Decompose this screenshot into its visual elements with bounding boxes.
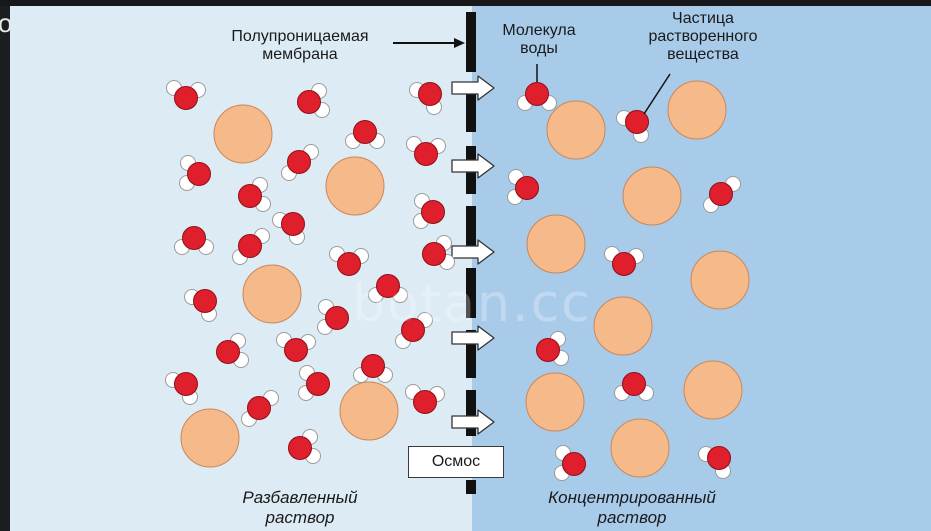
water-molecule-label: Молекула воды — [484, 22, 594, 58]
water-molecule — [175, 227, 214, 255]
membrane-segment — [466, 12, 476, 72]
solute-label-leader — [644, 74, 670, 114]
solute-particle — [181, 409, 239, 467]
solute-particle — [623, 167, 681, 225]
osmosis-label-box: Осмос — [408, 446, 504, 478]
water-molecule — [423, 236, 455, 270]
oxygen-atom — [613, 253, 636, 276]
oxygen-atom — [362, 355, 385, 378]
oxygen-atom — [288, 151, 311, 174]
concentrated-solution-label: Концентрированный раствор — [522, 488, 742, 528]
oxygen-atom — [708, 447, 731, 470]
water-molecule — [537, 332, 569, 366]
solute-particle — [547, 101, 605, 159]
water-molecule — [605, 247, 644, 276]
oxygen-atom — [188, 163, 211, 186]
oxygen-atom — [217, 341, 240, 364]
water-molecule — [166, 373, 198, 405]
osmosis-diagram: botan.cc Полупроницаемая мембрана Молеку… — [10, 6, 931, 531]
oxygen-atom — [414, 391, 437, 414]
water-molecule — [277, 333, 316, 362]
oxygen-atom — [239, 185, 262, 208]
oxygen-atom — [183, 227, 206, 250]
water-molecule — [242, 391, 279, 427]
oxygen-atom — [423, 243, 446, 266]
water-molecule — [282, 145, 319, 181]
water-molecule — [508, 170, 539, 205]
dilute-solution-label: Разбавленный раствор — [210, 488, 390, 528]
water-molecule — [180, 156, 211, 191]
water-molecule — [167, 81, 206, 110]
water-molecule — [699, 447, 731, 479]
solute-particle — [243, 265, 301, 323]
osmosis-label: Осмос — [432, 453, 480, 471]
solute-particle — [684, 361, 742, 419]
oxygen-atom — [307, 373, 330, 396]
solute-particle — [691, 251, 749, 309]
water-molecule — [617, 111, 649, 143]
oxygen-atom — [626, 111, 649, 134]
water-molecule — [406, 385, 445, 414]
solute-particle-label: Частица растворенного вещества — [638, 10, 768, 64]
water-molecule — [410, 83, 442, 115]
solute-particle — [527, 215, 585, 273]
water-molecule — [299, 366, 330, 401]
watermark: botan.cc — [352, 274, 592, 334]
oxygen-atom — [526, 83, 549, 106]
water-molecule — [298, 84, 330, 118]
oxygen-atom — [285, 339, 308, 362]
water-molecule — [185, 290, 217, 322]
oxygen-atom — [175, 87, 198, 110]
water-molecule — [615, 373, 654, 401]
oxygen-atom — [563, 453, 586, 476]
oxygen-atom — [537, 339, 560, 362]
oxygen-atom — [248, 397, 271, 420]
oxygen-atom — [194, 290, 217, 313]
membrane-label: Полупроницаемая мембрана — [195, 28, 405, 64]
solute-particle — [340, 382, 398, 440]
oxygen-atom — [415, 143, 438, 166]
solute-particle — [214, 105, 272, 163]
water-molecule — [346, 121, 385, 149]
membrane-segment — [466, 390, 476, 436]
oxygen-atom — [298, 91, 321, 114]
solute-particle — [526, 373, 584, 431]
solute-particle — [611, 419, 669, 477]
oxygen-atom — [326, 307, 349, 330]
membrane-pointer-head — [454, 38, 465, 48]
oxygen-atom — [419, 83, 442, 106]
water-molecule — [233, 229, 270, 265]
oxygen-atom — [710, 183, 733, 206]
membrane-segment — [466, 480, 476, 494]
oxygen-atom — [282, 213, 305, 236]
oxygen-atom — [289, 437, 312, 460]
water-molecule — [354, 355, 393, 383]
water-molecule — [289, 430, 321, 464]
oxygen-atom — [239, 235, 262, 258]
water-molecule — [704, 177, 741, 213]
water-molecule — [217, 334, 249, 368]
water-molecule — [273, 213, 305, 245]
water-molecule — [555, 446, 586, 481]
solute-particle — [326, 157, 384, 215]
water-molecule — [318, 300, 349, 335]
water-molecule — [239, 178, 271, 212]
oxygen-atom — [354, 121, 377, 144]
solute-particle — [668, 81, 726, 139]
water-molecule — [330, 247, 369, 276]
oxygen-atom — [338, 253, 361, 276]
oxygen-atom — [623, 373, 646, 396]
oxygen-atom — [175, 373, 198, 396]
water-molecule — [414, 194, 445, 229]
solute-particle — [594, 297, 652, 355]
oxygen-atom — [422, 201, 445, 224]
water-molecule — [518, 83, 557, 111]
oxygen-atom — [516, 177, 539, 200]
water-molecule — [407, 137, 446, 166]
